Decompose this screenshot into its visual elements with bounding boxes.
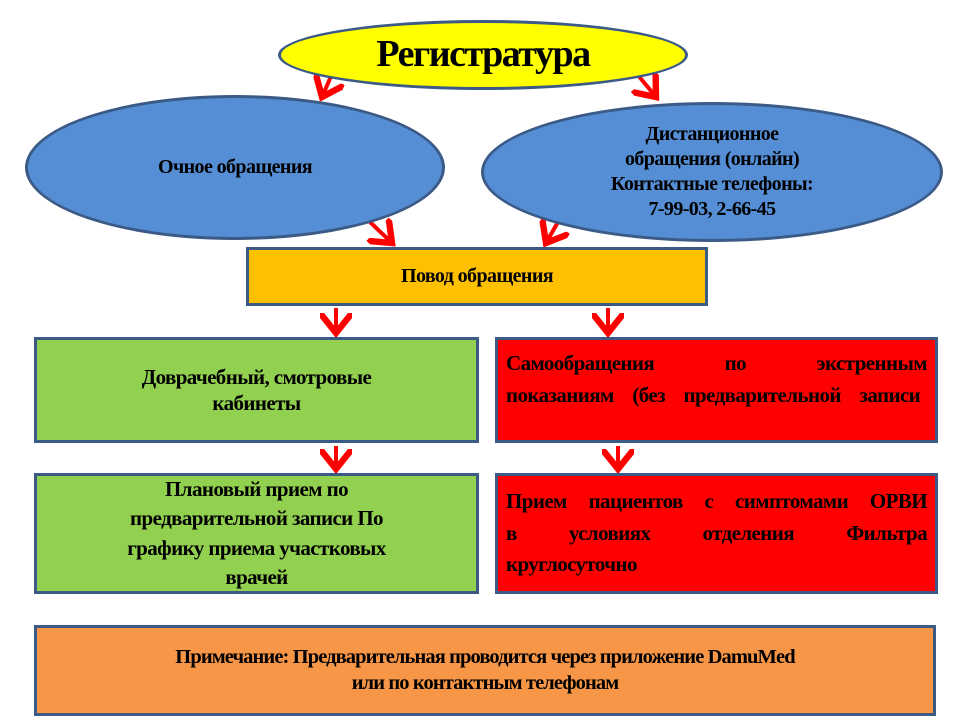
reason-box: Повод обращения xyxy=(246,247,708,306)
planned-box: Плановый прием по предварительной записи… xyxy=(34,473,479,594)
arrow-remote-to-reason xyxy=(546,222,558,243)
in-person-label: Очное обращения xyxy=(158,156,313,178)
note-line1: Примечание: Предварительная проводится ч… xyxy=(175,645,795,668)
note-line2: или по контактным телефонам xyxy=(351,671,619,694)
remote-line2: обращения (онлайн) xyxy=(624,148,800,170)
arrow-in-person-to-reason xyxy=(370,222,392,243)
remote-phones: 7-99-03, 2-66-45 xyxy=(648,198,776,220)
remote-line3: Контактные телефоны: xyxy=(610,173,814,195)
pre-medical-box: Доврачебный, смотровые кабинеты xyxy=(34,337,479,443)
arvi-label: Прием пациентов с симптомами ОРВИ в усло… xyxy=(506,489,928,577)
emergency-box: Самообращения по экстренным показаниям (… xyxy=(495,337,938,443)
planned-label: Плановый прием по предварительной записи… xyxy=(127,476,386,589)
in-person-ellipse: Очное обращения xyxy=(25,95,445,240)
arvi-box: Прием пациентов с симптомами ОРВИ в усло… xyxy=(495,473,938,594)
arrow-registry-to-remote xyxy=(637,74,656,97)
note-box: Примечание: Предварительная проводится ч… xyxy=(34,625,936,716)
registry-title: Регистратура xyxy=(376,33,591,76)
registry-ellipse: Регистратура xyxy=(278,20,688,90)
remote-ellipse: Дистанционное обращения (онлайн) Контакт… xyxy=(481,102,943,242)
pre-medical-label: Доврачебный, смотровые кабинеты xyxy=(141,364,372,415)
remote-line1: Дистанционное xyxy=(645,123,780,145)
emergency-label: Самообращения по экстренным показаниям (… xyxy=(506,351,928,407)
reason-label: Повод обращения xyxy=(400,265,554,287)
